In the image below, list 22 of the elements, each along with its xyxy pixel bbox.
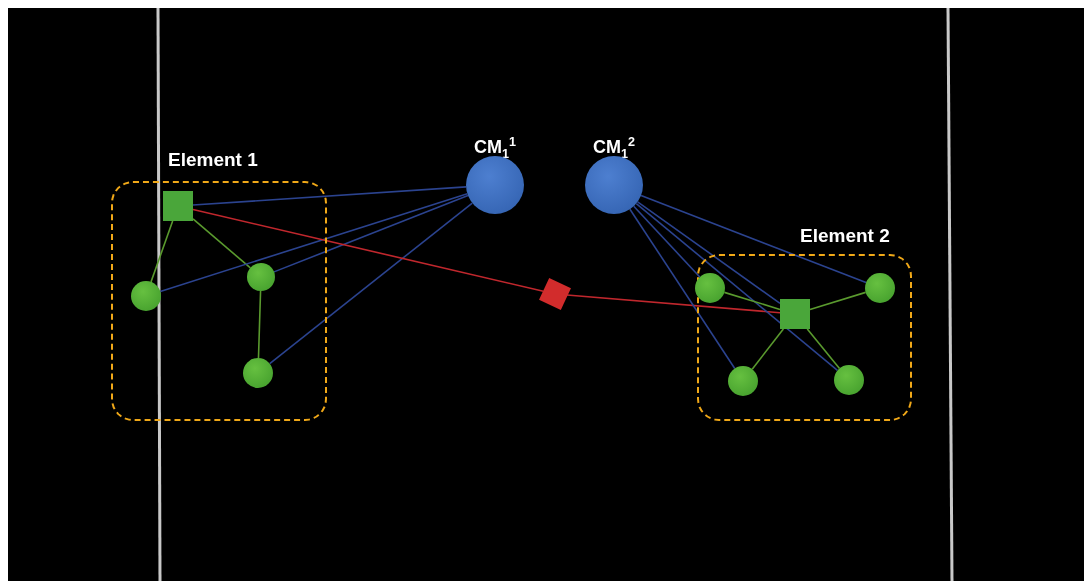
connector-line	[635, 202, 839, 372]
connector-line	[636, 201, 781, 305]
group-heading: Element 1	[168, 150, 258, 169]
connector-line	[806, 328, 841, 370]
connector-line	[809, 291, 867, 311]
connector-line	[268, 202, 474, 365]
connector-line	[632, 205, 701, 278]
connector-line	[192, 218, 252, 269]
connector-line	[159, 193, 469, 293]
connector-line	[629, 208, 736, 370]
connector-line	[566, 294, 781, 314]
group-heading: Element 2	[800, 226, 890, 245]
connector-line	[640, 194, 867, 284]
connector-line	[192, 208, 545, 293]
connector-line	[150, 220, 174, 283]
connector-line	[273, 194, 469, 273]
connector-line	[751, 328, 785, 370]
connector-line	[723, 291, 781, 311]
connector-line	[192, 186, 467, 206]
square-node	[163, 191, 193, 221]
square-node	[780, 299, 810, 329]
connector-line	[257, 290, 262, 359]
